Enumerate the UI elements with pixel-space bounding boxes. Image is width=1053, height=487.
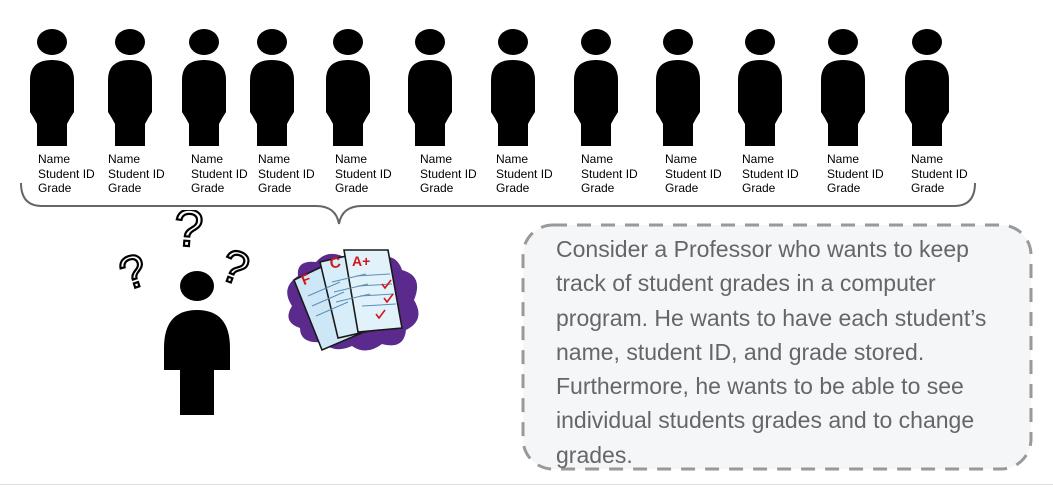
student-figure-icon xyxy=(318,28,378,148)
student-figure-icon xyxy=(242,28,302,148)
student-grade-label: Grade xyxy=(742,181,776,195)
divider xyxy=(0,484,1053,485)
student-name-label: Name xyxy=(827,152,860,166)
student-figure-icon xyxy=(897,28,957,148)
student-name-label: Name xyxy=(742,152,775,166)
callout-box xyxy=(521,223,1033,471)
student-id-label: Student ID xyxy=(420,166,477,181)
student-id-label: Student ID xyxy=(38,166,95,181)
grouping-brace xyxy=(20,182,976,225)
confused-professor-icon: ? ? ? xyxy=(118,210,257,415)
student-grade-label: Grade xyxy=(665,181,699,195)
student-grade-label: Grade xyxy=(420,181,454,195)
student-grade-label: Grade xyxy=(827,181,861,195)
student-figure-icon xyxy=(813,28,873,148)
student-name-label: Name xyxy=(581,152,614,166)
graded-papers-icon: F C A+ xyxy=(287,249,419,352)
student-id-label: Student ID xyxy=(108,166,165,181)
student-grade-label: Grade xyxy=(191,181,225,195)
student-id-label: Student ID xyxy=(581,166,638,181)
grade-a-plus-mark: A+ xyxy=(352,253,370,269)
student-id-label: Student ID xyxy=(742,166,799,181)
student-figure-icon xyxy=(648,28,708,148)
student-figure-icon xyxy=(174,28,234,148)
student-name-label: Name xyxy=(108,152,141,166)
student-id-label: Student ID xyxy=(258,166,315,181)
student-grade-label: Grade xyxy=(581,181,615,195)
student-id-label: Student ID xyxy=(665,166,722,181)
student-name-label: Name xyxy=(420,152,453,166)
student-name-label: Name xyxy=(191,152,224,166)
student-grade-label: Grade xyxy=(335,181,369,195)
student-figure-icon xyxy=(22,28,82,148)
student-id-label: Student ID xyxy=(827,166,884,181)
student-grade-label: Grade xyxy=(258,181,292,195)
student-name-label: Name xyxy=(911,152,944,166)
question-mark-icon: ? xyxy=(172,210,205,259)
student-figure-icon xyxy=(400,28,460,148)
student-figure-icon xyxy=(730,28,790,148)
student-id-label: Student ID xyxy=(911,166,968,181)
student-grade-label: Grade xyxy=(496,181,530,195)
student-id-label: Student ID xyxy=(191,166,248,181)
student-figure-icon xyxy=(100,28,160,148)
student-grade-label: Grade xyxy=(911,181,945,195)
student-figure-icon xyxy=(483,28,543,148)
problem-statement: Consider a Professor who wants to keep t… xyxy=(556,236,987,468)
question-mark-icon: ? xyxy=(118,243,153,300)
student-name-label: Name xyxy=(496,152,529,166)
student-grade-label: Grade xyxy=(38,181,72,195)
question-mark-icon: ? xyxy=(214,238,256,296)
student-name-label: Name xyxy=(38,152,71,166)
student-figure-icon xyxy=(566,28,626,148)
student-name-label: Name xyxy=(258,152,291,166)
student-grade-label: Grade xyxy=(108,181,142,195)
student-name-label: Name xyxy=(665,152,698,166)
grade-c-mark: C xyxy=(328,254,342,273)
student-id-label: Student ID xyxy=(496,166,553,181)
student-id-label: Student ID xyxy=(335,166,392,181)
student-name-label: Name xyxy=(335,152,368,166)
